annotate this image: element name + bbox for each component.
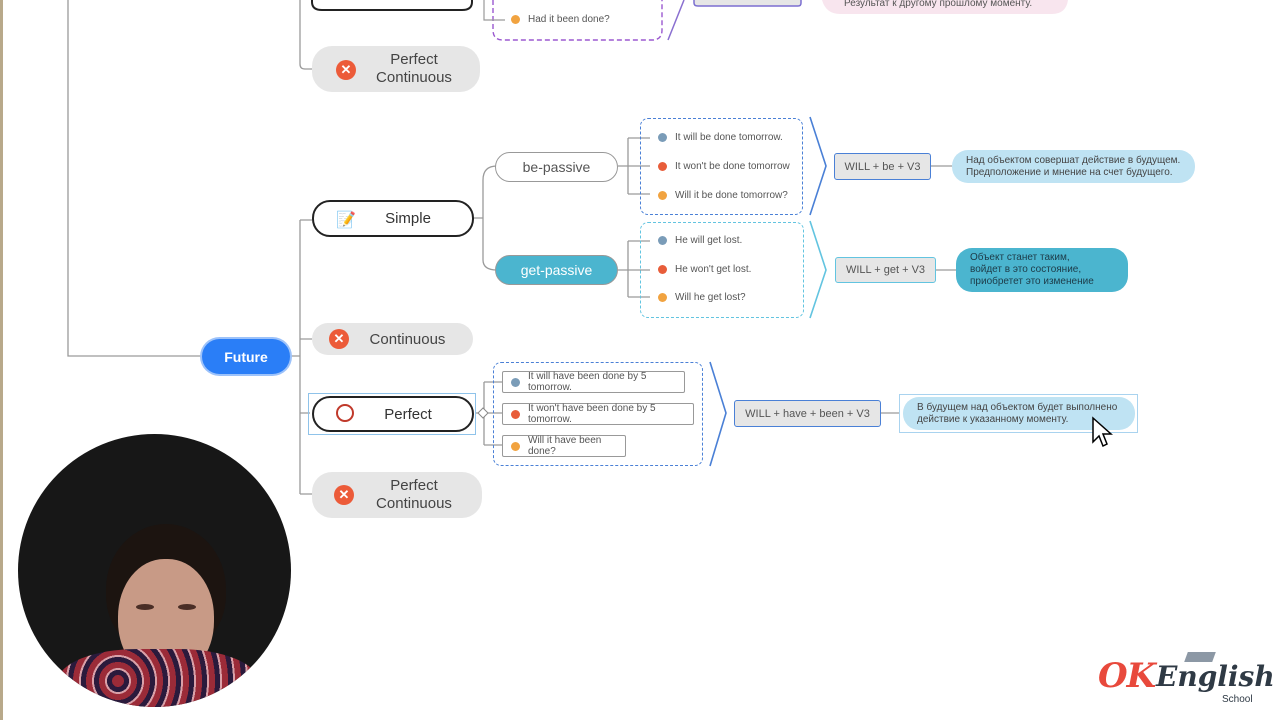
presenter-eye-left bbox=[136, 604, 154, 610]
example-text: It won't be done tomorrow bbox=[675, 161, 790, 172]
future-label: Future bbox=[224, 348, 268, 365]
label-line-1: Perfect bbox=[390, 51, 438, 68]
example-text: He will get lost. bbox=[675, 235, 743, 246]
ok-english-logo: OK English School bbox=[1098, 650, 1275, 710]
formula-text: WILL + get + V3 bbox=[845, 264, 926, 276]
perfect-formula[interactable]: WILL + have + been + V3 bbox=[734, 400, 881, 427]
note-line: В будущем над объектом будет выполнено bbox=[917, 401, 1118, 413]
frame-border bbox=[0, 0, 3, 720]
note-line: Над объектом совершат действие в будущем… bbox=[966, 154, 1181, 166]
be-passive-formula[interactable]: WILL + be + V3 bbox=[834, 153, 931, 180]
formula-text: WILL + have + been + V3 bbox=[745, 407, 870, 420]
graduation-cap-icon bbox=[1184, 652, 1216, 662]
plus-icon bbox=[658, 133, 667, 142]
get-passive-positive: He will get lost. bbox=[658, 235, 742, 246]
future-perfect-continuous-label: Perfect Continuous bbox=[376, 477, 452, 513]
note-line: Предположение и мнение на счет будущего. bbox=[966, 166, 1173, 178]
past-note: Результат к другому прошлому моменту. bbox=[844, 0, 1032, 9]
plus-icon bbox=[658, 236, 667, 245]
perfect-positive: It will have been done by 5 tomorrow. bbox=[502, 371, 685, 393]
perfect-node[interactable]: Perfect bbox=[312, 396, 474, 432]
label-line-2: Continuous bbox=[376, 495, 452, 512]
get-passive-node[interactable]: get-passive bbox=[495, 255, 618, 285]
question-icon bbox=[658, 191, 667, 200]
cross-icon: ✕ bbox=[336, 60, 356, 80]
label-line-2: Continuous bbox=[376, 69, 452, 86]
presenter-eye-right bbox=[178, 604, 196, 610]
perfect-negative: It won't have been done by 5 tomorrow. bbox=[502, 403, 694, 425]
future-perfect-continuous-node[interactable]: ✕ Perfect Continuous bbox=[312, 472, 482, 518]
example-text: Will he get lost? bbox=[675, 292, 746, 303]
note-line: войдет в это состояние, bbox=[970, 264, 1082, 275]
get-passive-question: Will he get lost? bbox=[658, 292, 746, 303]
cross-icon: ✕ bbox=[334, 485, 354, 505]
be-passive-node[interactable]: be-passive bbox=[495, 152, 618, 182]
minus-icon bbox=[658, 162, 667, 171]
plus-icon bbox=[511, 377, 520, 387]
presenter-clothing bbox=[58, 649, 258, 707]
simple-node[interactable]: 📝 Simple bbox=[312, 200, 474, 237]
document-icon: 📝 bbox=[336, 212, 356, 229]
note-line: приобретет это изменение bbox=[970, 276, 1094, 287]
get-passive-label: get-passive bbox=[520, 262, 593, 278]
get-passive-negative: He won't get lost. bbox=[658, 264, 751, 275]
example-text: Will it have been done? bbox=[528, 435, 602, 457]
get-passive-formula[interactable]: WILL + get + V3 bbox=[835, 257, 936, 283]
example-text: It won't have been done by 5 tomorrow. bbox=[528, 403, 656, 425]
minus-icon bbox=[511, 409, 520, 419]
question-icon bbox=[511, 441, 520, 451]
formula-text: WILL + be + V3 bbox=[844, 160, 921, 173]
be-passive-negative: It won't be done tomorrow bbox=[658, 161, 790, 172]
target-icon bbox=[336, 404, 354, 422]
be-passive-positive: It will be done tomorrow. bbox=[658, 132, 783, 143]
example-text: He won't get lost. bbox=[675, 264, 752, 275]
mouse-cursor-icon bbox=[1092, 416, 1113, 448]
perfect-note-selection bbox=[899, 394, 1138, 433]
be-passive-question: Will it be done tomorrow? bbox=[658, 190, 788, 201]
simple-label: Simple bbox=[385, 210, 431, 227]
example-text: It will have been done by 5 tomorrow. bbox=[528, 371, 647, 393]
note-line: действие к указанному моменту. bbox=[917, 413, 1069, 425]
past-perfect-continuous-node[interactable]: ✕ Perfect Continuous bbox=[312, 46, 480, 92]
logo-english: English bbox=[1156, 660, 1275, 693]
continuous-label: Continuous bbox=[369, 330, 446, 348]
future-node[interactable]: Future bbox=[202, 339, 290, 374]
perfect-label: Perfect bbox=[384, 405, 432, 423]
example-text: Will it be done tomorrow? bbox=[675, 190, 788, 201]
past-perfect-continuous-label: Perfect Continuous bbox=[376, 51, 452, 87]
perfect-selection bbox=[308, 393, 476, 435]
get-passive-examples-box bbox=[640, 222, 804, 318]
label-line-1: Perfect bbox=[390, 477, 438, 494]
note-line: Объект станет таким, bbox=[970, 252, 1070, 263]
webcam-video bbox=[18, 434, 291, 707]
question-icon bbox=[658, 293, 667, 302]
past-question-text: Had it been done? bbox=[528, 14, 610, 25]
get-passive-note[interactable]: Объект станет таким, войдет в это состоя… bbox=[956, 248, 1128, 292]
be-passive-label: be-passive bbox=[522, 159, 591, 175]
perfect-examples-box bbox=[493, 362, 703, 466]
be-passive-examples-box bbox=[640, 118, 803, 215]
logo-ok: OK bbox=[1098, 656, 1156, 696]
past-note-text: Результат к другому прошлому моменту. bbox=[844, 0, 1033, 9]
be-passive-note[interactable]: Над объектом совершат действие в будущем… bbox=[952, 150, 1195, 183]
cross-icon: ✕ bbox=[329, 329, 349, 349]
question-icon bbox=[511, 15, 520, 24]
continuous-node[interactable]: ✕ Continuous bbox=[312, 323, 473, 355]
logo-school: School bbox=[1222, 694, 1253, 705]
example-text: It will be done tomorrow. bbox=[675, 132, 783, 143]
perfect-question: Will it have been done? bbox=[502, 435, 626, 457]
past-question: Had it been done? bbox=[511, 14, 610, 25]
minus-icon bbox=[658, 265, 667, 274]
